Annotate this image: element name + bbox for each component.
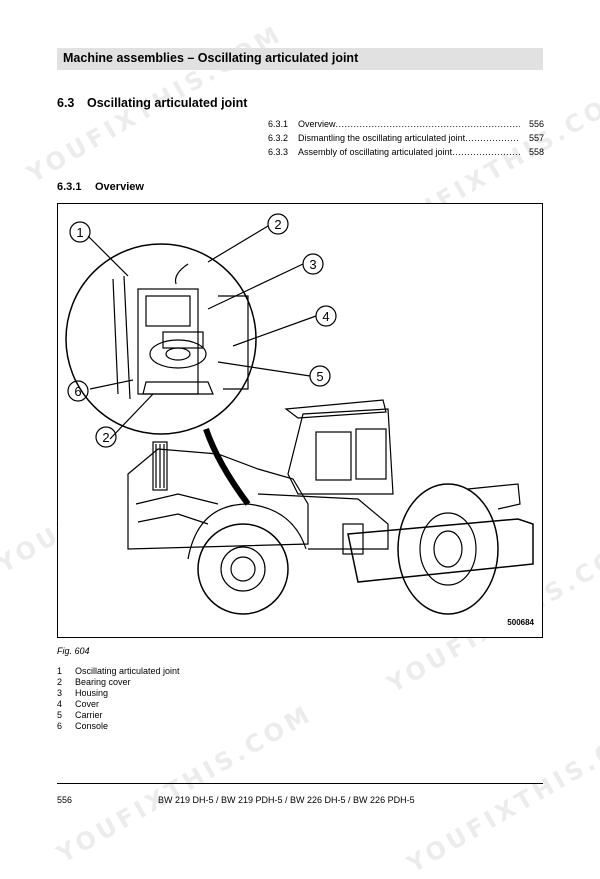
front-drum bbox=[397, 483, 499, 615]
toc-leader-dots: ........................................… bbox=[452, 147, 520, 157]
rear-wheel bbox=[197, 523, 289, 615]
toc-leader-dots: ........................................… bbox=[465, 133, 520, 143]
section-title: Oscillating articulated joint bbox=[87, 96, 248, 110]
legend-number: 1 bbox=[57, 666, 63, 676]
legend-item: 2 Bearing cover bbox=[57, 677, 180, 688]
detail-bearing bbox=[174, 263, 189, 285]
page-number: 556 bbox=[57, 795, 73, 805]
toc-entry-number: 6.3.3 bbox=[268, 147, 289, 157]
toc-entry[interactable]: 6.3.1 Overview .........................… bbox=[268, 117, 544, 131]
toc-entry-label: Assembly of oscillating articulated join… bbox=[298, 147, 453, 157]
section-number: 6.3 bbox=[57, 96, 75, 110]
detail-cover bbox=[162, 331, 204, 349]
footer-models: BW 219 DH-5 / BW 219 PDH-5 / BW 226 DH-5… bbox=[158, 795, 415, 805]
legend-label: Housing bbox=[75, 688, 109, 698]
toc-entry-number: 6.3.1 bbox=[268, 119, 289, 129]
rear-body-line bbox=[135, 493, 219, 505]
legend-list: 1 Oscillating articulated joint 2 Bearing … bbox=[57, 666, 180, 732]
page-header-title: Machine assemblies – Oscillating articul… bbox=[63, 51, 359, 65]
drum-scraper bbox=[467, 483, 521, 510]
footer-divider bbox=[57, 783, 543, 784]
legend-item: 4 Cover bbox=[57, 699, 180, 710]
detail-console bbox=[142, 381, 214, 395]
air-intake bbox=[152, 441, 168, 491]
figure-code: 500684 bbox=[507, 618, 534, 627]
toc-entry[interactable]: 6.3.2 Dismantling the oscillating articu… bbox=[268, 131, 544, 145]
subsection-title: Overview bbox=[95, 181, 144, 193]
rear-wheel-hub bbox=[220, 546, 266, 592]
figure-caption: Fig. 604 bbox=[57, 646, 90, 656]
toc-entry-page: 557 bbox=[528, 133, 544, 143]
subsection-heading: 6.3.1 Overview bbox=[57, 181, 144, 193]
callout-label: 3 bbox=[309, 257, 316, 272]
cab-window bbox=[355, 428, 387, 480]
legend-number: 6 bbox=[57, 721, 63, 731]
table-of-contents: 6.3.1 Overview .........................… bbox=[268, 117, 544, 159]
legend-label: Bearing cover bbox=[75, 677, 131, 687]
figure-overview: 1 2 3 4 5 6 2 500684 bbox=[57, 203, 543, 638]
detail-circle bbox=[65, 243, 257, 435]
cab-window bbox=[315, 431, 352, 481]
legend-item: 1 Oscillating articulated joint bbox=[57, 666, 180, 677]
toc-entry-page: 558 bbox=[528, 147, 544, 157]
joint-housing bbox=[342, 523, 364, 555]
toc-entry-number: 6.3.2 bbox=[268, 133, 289, 143]
legend-label: Carrier bbox=[75, 710, 103, 720]
section-heading: 6.3 Oscillating articulated joint bbox=[57, 96, 247, 110]
legend-number: 3 bbox=[57, 688, 63, 698]
toc-entry-label: Dismantling the oscillating articulated … bbox=[298, 133, 466, 143]
rear-body bbox=[127, 448, 309, 550]
platform bbox=[257, 493, 389, 550]
callout-label: 2 bbox=[274, 217, 281, 232]
callout-label: 6 bbox=[74, 384, 81, 399]
legend-item: 5 Carrier bbox=[57, 710, 180, 721]
detail-carrier bbox=[149, 339, 207, 369]
toc-leader-dots: ........................................… bbox=[335, 119, 520, 129]
legend-label: Console bbox=[75, 721, 109, 731]
legend-item: 6 Console bbox=[57, 721, 180, 732]
detail-side bbox=[218, 295, 249, 390]
roller-illustration: 1 2 3 4 5 6 2 bbox=[65, 213, 534, 615]
rear-fender bbox=[187, 503, 307, 560]
legend-item: 3 Housing bbox=[57, 688, 180, 699]
legend-number: 5 bbox=[57, 710, 63, 720]
callout-label: 1 bbox=[76, 225, 83, 240]
legend-label: Oscillating articulated joint bbox=[75, 666, 180, 676]
cab bbox=[287, 408, 394, 495]
detail-housing-cover bbox=[145, 295, 191, 327]
front-frame bbox=[347, 518, 534, 583]
cab-roof bbox=[284, 399, 387, 419]
rear-body-line bbox=[137, 513, 209, 525]
callout-label: 2 bbox=[102, 430, 109, 445]
toc-entry[interactable]: 6.3.3 Assembly of oscillating articulate… bbox=[268, 145, 544, 159]
drum-hub bbox=[419, 512, 477, 586]
toc-entry-page: 556 bbox=[528, 119, 544, 129]
legend-label: Cover bbox=[75, 699, 100, 709]
watermark: YOUFIXTHIS.COM bbox=[402, 709, 600, 879]
hose-line bbox=[203, 428, 251, 506]
callout-label: 5 bbox=[316, 369, 323, 384]
legend-number: 4 bbox=[57, 699, 63, 709]
detail-frame bbox=[112, 278, 119, 395]
legend-number: 2 bbox=[57, 677, 63, 687]
callout-label: 4 bbox=[322, 309, 329, 324]
subsection-number: 6.3.1 bbox=[57, 181, 82, 193]
header-bar bbox=[57, 48, 543, 70]
toc-entry-label: Overview bbox=[298, 119, 336, 129]
